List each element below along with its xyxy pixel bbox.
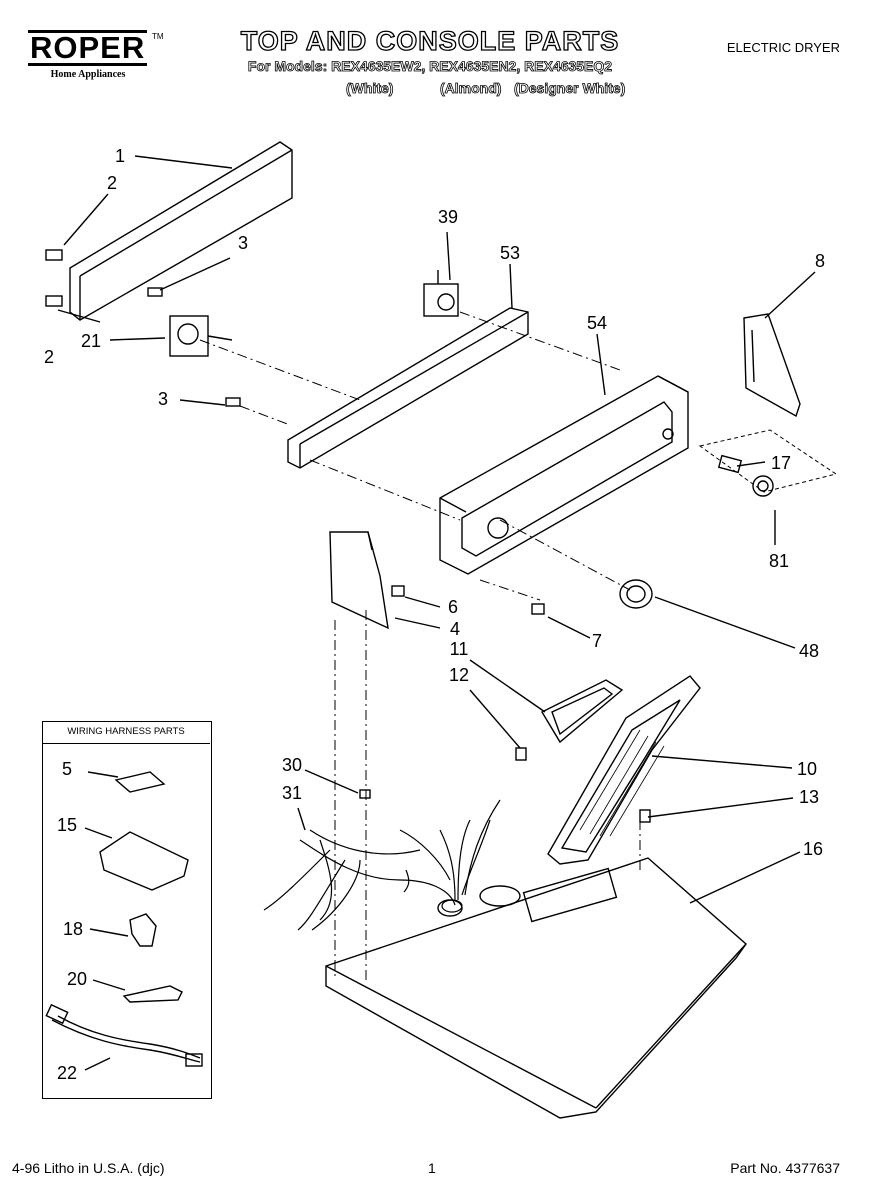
callout-15: 15: [56, 815, 78, 835]
inset-title: WIRING HARNESS PARTS: [42, 721, 210, 744]
callout-22: 22: [56, 1063, 78, 1083]
wiring-harness-inset: [42, 721, 212, 1099]
callout-21: 21: [80, 331, 102, 351]
push-to-start-switch: [423, 270, 459, 317]
rear-console-panel: [69, 141, 293, 321]
callout-1: 1: [114, 146, 125, 166]
model-list: For Models: REX4635EW2, REX4635EN2, REX4…: [247, 58, 613, 75]
callout-54: 54: [586, 313, 608, 333]
brand-name: ROPER: [28, 30, 148, 66]
callout-2-bottom: 2: [43, 347, 54, 367]
console-end-cap: [743, 313, 801, 418]
timer-switch: [169, 315, 233, 357]
brand-subtitle: Home Appliances: [50, 69, 126, 80]
console-bracket: [287, 307, 529, 469]
variant-white: (White): [346, 80, 394, 97]
callout-6: 6: [447, 597, 458, 617]
console-housing: [439, 375, 689, 575]
part-number: Part No. 4377637: [730, 1160, 840, 1176]
knob-parts: [698, 429, 838, 497]
left-end-cap: [329, 531, 389, 630]
callout-4: 4: [449, 619, 460, 639]
callout-39: 39: [437, 207, 459, 227]
control-knob: [619, 579, 653, 609]
dryer-type: ELECTRIC DRYER: [726, 40, 840, 55]
litho-note: 4-96 Litho in U.S.A. (djc): [12, 1160, 165, 1176]
callout-2-top: 2: [106, 173, 117, 193]
brand-trademark: TM: [152, 32, 164, 41]
callout-81: 81: [768, 551, 790, 571]
page-title: TOP AND CONSOLE PARTS: [240, 25, 620, 56]
brand-logo: ROPER TM Home Appliances: [28, 30, 164, 80]
dryer-top-panel: [325, 857, 747, 1119]
page-number: 1: [428, 1160, 436, 1176]
callout-5: 5: [61, 759, 72, 779]
alignment-lines: [199, 311, 641, 980]
callout-7: 7: [591, 631, 602, 651]
callout-17: 17: [770, 453, 792, 473]
callout-3-top: 3: [237, 233, 248, 253]
callout-20: 20: [66, 969, 88, 989]
wiring-harness: [263, 799, 501, 931]
variant-almond: (Almond): [440, 80, 502, 97]
screws: [45, 249, 651, 823]
lint-screen: [547, 675, 701, 865]
callout-31: 31: [281, 783, 303, 803]
callout-13: 13: [798, 787, 820, 807]
callout-10: 10: [796, 759, 818, 779]
inset-parts: [45, 771, 203, 1067]
callout-8: 8: [814, 251, 825, 271]
leader-lines: [57, 155, 816, 1071]
callout-53: 53: [499, 243, 521, 263]
variant-designer-white: (Designer White): [514, 80, 626, 97]
callout-18: 18: [62, 919, 84, 939]
callout-3-bottom: 3: [157, 389, 168, 409]
harness-clip: [359, 789, 371, 799]
callout-30: 30: [281, 755, 303, 775]
callout-16: 16: [802, 839, 824, 859]
callout-12: 12: [448, 665, 470, 685]
lint-filter-cover: [541, 679, 624, 744]
callout-11: 11: [449, 639, 469, 659]
callout-48: 48: [798, 641, 820, 661]
